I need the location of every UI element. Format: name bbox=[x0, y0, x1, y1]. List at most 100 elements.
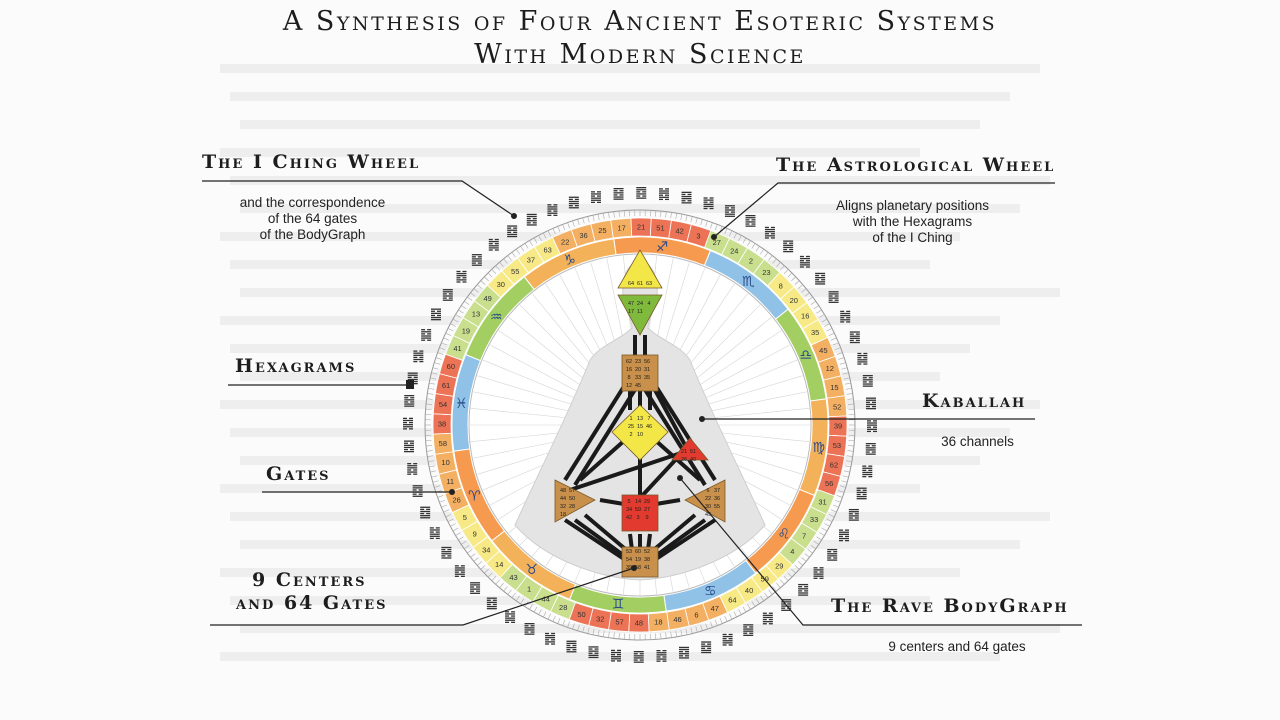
hexagram-line bbox=[862, 377, 867, 379]
watermark-line bbox=[220, 148, 920, 157]
hexagram-line bbox=[486, 601, 497, 604]
hexagram-line bbox=[863, 363, 868, 365]
dial-tick bbox=[700, 624, 703, 631]
dial-tick bbox=[742, 237, 747, 244]
hexagram-line bbox=[805, 266, 810, 268]
hexagram-line bbox=[409, 417, 414, 420]
hexagram-line bbox=[488, 240, 499, 243]
hexagram-line bbox=[813, 571, 818, 573]
hexagram-line bbox=[656, 650, 661, 652]
hexagram-line bbox=[849, 335, 860, 337]
hexagram-line bbox=[840, 321, 845, 323]
sacral-gate-number: 3 bbox=[636, 515, 639, 521]
hexagram-line bbox=[681, 202, 692, 204]
hexagram-line bbox=[442, 293, 447, 295]
hexagram-line bbox=[781, 605, 792, 607]
dial-tick bbox=[791, 568, 796, 574]
hexagram-line bbox=[856, 493, 861, 496]
hexagram-line bbox=[815, 272, 826, 275]
nine-centers-label-line-2: and 64 Gates bbox=[236, 592, 388, 614]
dial-tick bbox=[819, 314, 825, 318]
hexagram-line bbox=[407, 467, 418, 469]
dial-tick bbox=[618, 632, 620, 639]
hexagram-line bbox=[862, 467, 873, 469]
hexagram-line bbox=[524, 629, 535, 631]
astro-caption-line: with the Hexagrams bbox=[852, 214, 973, 229]
hexagram-line bbox=[724, 209, 735, 211]
dial-tick bbox=[495, 579, 500, 585]
dial-tick bbox=[439, 499, 446, 503]
dial-tick bbox=[675, 213, 678, 220]
hexagram-line bbox=[421, 339, 426, 341]
hexagram-line bbox=[403, 442, 408, 444]
dial-tick bbox=[618, 211, 620, 218]
dial-tick bbox=[524, 243, 529, 249]
hexagram-line bbox=[492, 603, 497, 606]
hexagram-line bbox=[526, 218, 531, 220]
hexagram-line bbox=[588, 646, 599, 648]
dial-tick bbox=[445, 332, 452, 336]
gate-number: 36 bbox=[579, 231, 587, 240]
hexagram-line bbox=[781, 603, 786, 605]
hexagram-line bbox=[547, 204, 552, 206]
hexagram-line bbox=[764, 235, 775, 237]
gate-number: 11 bbox=[446, 477, 454, 486]
hexagram-line bbox=[849, 337, 860, 339]
hexagram-line bbox=[421, 333, 426, 335]
g-gate-number: 10 bbox=[637, 432, 643, 438]
dial-tick bbox=[484, 276, 489, 282]
dial-tick bbox=[841, 367, 848, 370]
dial-tick bbox=[832, 342, 839, 346]
hexagram-line bbox=[526, 220, 537, 222]
channel-line bbox=[638, 453, 682, 500]
gate-number: 5 bbox=[463, 513, 467, 522]
root-gate-number: 38 bbox=[644, 557, 650, 563]
dial-tick bbox=[824, 323, 830, 327]
hexagram-line bbox=[840, 312, 851, 315]
hexagram-line bbox=[462, 281, 467, 283]
hexagram-line bbox=[617, 649, 622, 652]
hexagram-line bbox=[656, 652, 667, 654]
hexagram-line bbox=[513, 231, 518, 233]
dial-tick bbox=[675, 630, 678, 637]
dial-tick bbox=[447, 328, 454, 332]
hexagram-line bbox=[728, 644, 733, 646]
gate-number: 57 bbox=[615, 618, 623, 627]
hexagram-line bbox=[854, 513, 859, 515]
hexagram-line bbox=[839, 529, 844, 531]
hexagram-line bbox=[701, 651, 712, 654]
solar-plexus-center bbox=[684, 479, 726, 523]
hexagram-line bbox=[636, 197, 647, 199]
hexagram-line bbox=[849, 333, 854, 335]
hexagram-line bbox=[551, 643, 556, 645]
hexagram-line bbox=[568, 205, 573, 207]
dial-tick bbox=[830, 337, 837, 341]
sacral-gate-number: 9 bbox=[645, 515, 648, 521]
zodiac-segment bbox=[465, 276, 535, 362]
hexagram-line bbox=[507, 229, 518, 231]
hexagram-line bbox=[413, 469, 418, 471]
dial-tick bbox=[491, 269, 497, 274]
hexagram-line bbox=[429, 535, 440, 537]
hexagram-line bbox=[770, 237, 775, 239]
gates-label: Gates bbox=[266, 463, 331, 485]
dial-tick bbox=[429, 382, 436, 385]
dial-tick bbox=[464, 300, 470, 305]
slide-title-line-1: A Synthesis of Four Ancient Esoteric Sys… bbox=[282, 6, 998, 37]
hexagram-line bbox=[477, 256, 482, 258]
hexagram-line bbox=[613, 190, 618, 192]
dial-tick bbox=[445, 514, 452, 518]
hexagram-line bbox=[590, 195, 595, 197]
hexagram-line bbox=[722, 644, 727, 646]
hexagram-line bbox=[456, 275, 467, 277]
hexagram-line bbox=[633, 655, 644, 657]
hexagram-line bbox=[787, 603, 792, 605]
dial-tick bbox=[821, 527, 828, 532]
hexagram-line bbox=[419, 350, 424, 352]
dial-tick bbox=[710, 222, 713, 229]
hexagram-line bbox=[781, 607, 786, 609]
heart-center bbox=[671, 437, 709, 461]
hexagram-line bbox=[407, 378, 418, 381]
hexagram-line bbox=[494, 249, 499, 251]
